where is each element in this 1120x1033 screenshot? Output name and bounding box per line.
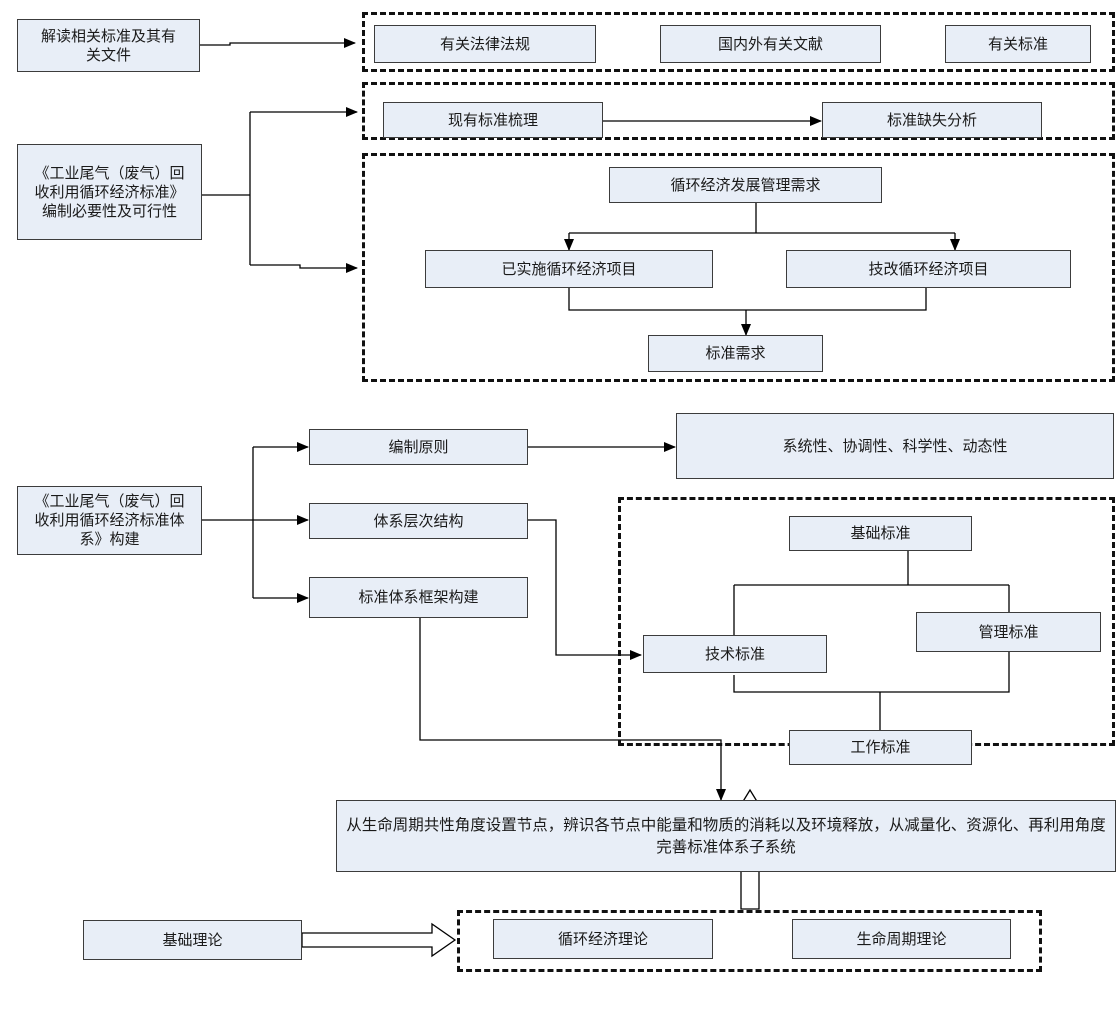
compilation-principles-text: 编制原则: [388, 437, 449, 456]
standard-requirements-text: 标准需求: [705, 344, 766, 362]
basic-theory: 基础理论: [83, 920, 302, 960]
work-standards: 工作标准: [789, 730, 972, 765]
standards-gap-analysis: 标准缺失分析: [822, 102, 1042, 138]
lifecycle-node-box: 从生命周期共性角度设置节点，辨识各节点中能量和物质的消耗以及环境释放，从减量化、…: [336, 800, 1116, 872]
input-read-standards-text: 解读相关标准及其有关文件: [40, 26, 176, 64]
implemented-ce-projects-text: 已实施循环经济项目: [501, 259, 637, 278]
input-necessity-feasibility-text: 《工业尾气（废气）回收利用循环经济标准》编制必要性及可行性: [34, 163, 185, 220]
circular-economy-theory-text: 循环经济理论: [557, 929, 648, 948]
laws-regulations: 有关法律法规: [374, 25, 596, 63]
domestic-foreign-literature: 国内外有关文献: [660, 25, 881, 63]
system-hierarchy-text: 体系层次结构: [373, 511, 464, 530]
input-system-construction-text: 《工业尾气（废气）回收利用循环经济标准体系》构建: [34, 492, 185, 548]
ce-management-needs-text: 循环经济发展管理需求: [670, 175, 821, 194]
lifecycle-node-text: 从生命周期共性角度设置节点，辨识各节点中能量和物质的消耗以及环境释放，从减量化、…: [346, 816, 1106, 856]
related-standards: 有关标准: [945, 25, 1091, 63]
technical-standards-text: 技术标准: [704, 644, 765, 663]
basic-theory-text: 基础理论: [162, 930, 223, 949]
lifecycle-theory: 生命周期理论: [792, 919, 1011, 959]
related-standards-text: 有关标准: [987, 34, 1048, 53]
basic-standards: 基础标准: [789, 516, 972, 551]
standard-requirements: 标准需求: [648, 335, 823, 372]
technical-standards: 技术标准: [643, 635, 827, 673]
principle-attributes-text: 系统性、协调性、科学性、动态性: [782, 436, 1008, 455]
principle-attributes: 系统性、协调性、科学性、动态性: [676, 413, 1114, 479]
system-hierarchy: 体系层次结构: [309, 503, 528, 539]
compilation-principles: 编制原则: [309, 429, 528, 465]
circular-economy-theory: 循环经济理论: [493, 919, 713, 959]
existing-standards-review: 现有标准梳理: [383, 102, 603, 138]
work-standards-text: 工作标准: [850, 738, 911, 756]
standard-need-group: [362, 153, 1115, 382]
framework-construction: 标准体系框架构建: [309, 577, 528, 618]
literature-text: 国内外有关文献: [717, 34, 823, 53]
related-docs-group: [362, 12, 1115, 72]
input-read-standards: 解读相关标准及其有关文件: [17, 19, 200, 72]
implemented-ce-projects: 已实施循环经济项目: [425, 250, 713, 288]
retrofit-ce-projects-text: 技改循环经济项目: [868, 259, 989, 278]
retrofit-ce-projects: 技改循环经济项目: [786, 250, 1071, 288]
input-necessity-feasibility: 《工业尾气（废气）回收利用循环经济标准》编制必要性及可行性: [17, 144, 202, 240]
management-standards-text: 管理标准: [978, 622, 1039, 641]
existing-standards-review-text: 现有标准梳理: [447, 110, 538, 129]
input-system-construction: 《工业尾气（废气）回收利用循环经济标准体系》构建: [17, 486, 202, 555]
lifecycle-theory-text: 生命周期理论: [856, 929, 947, 948]
theory-group: [457, 910, 1042, 972]
management-standards: 管理标准: [916, 612, 1101, 652]
basic-standards-text: 基础标准: [850, 524, 911, 542]
ce-management-needs: 循环经济发展管理需求: [609, 167, 882, 203]
standard-analysis-group: [362, 82, 1115, 140]
laws-regulations-text: 有关法律法规: [439, 34, 530, 53]
framework-construction-text: 标准体系框架构建: [358, 588, 479, 606]
standards-gap-analysis-text: 标准缺失分析: [886, 110, 977, 129]
